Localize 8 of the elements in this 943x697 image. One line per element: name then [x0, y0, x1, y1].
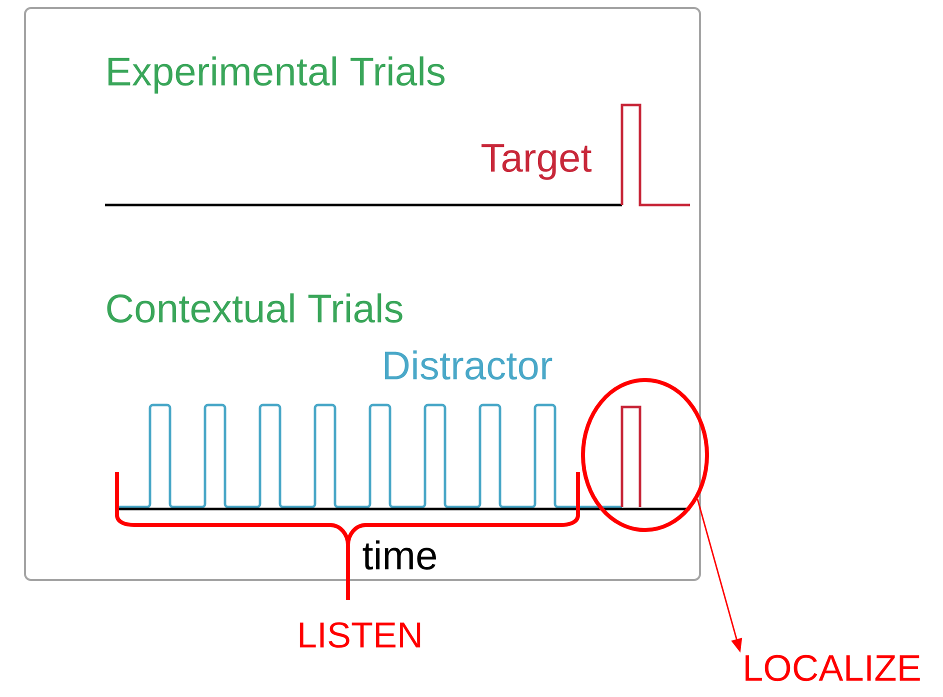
highlight-circle	[581, 378, 709, 532]
trace-label: Target	[482, 144, 592, 180]
heading-text: Contextual Trials	[107, 293, 402, 323]
callout-text: LOCALIZE	[746, 654, 920, 682]
trace-label: Distractor	[384, 350, 552, 380]
heading-text: Experimental Trials	[108, 56, 445, 94]
axis-label: time	[362, 540, 436, 570]
brace-label: LISTEN	[300, 622, 420, 648]
